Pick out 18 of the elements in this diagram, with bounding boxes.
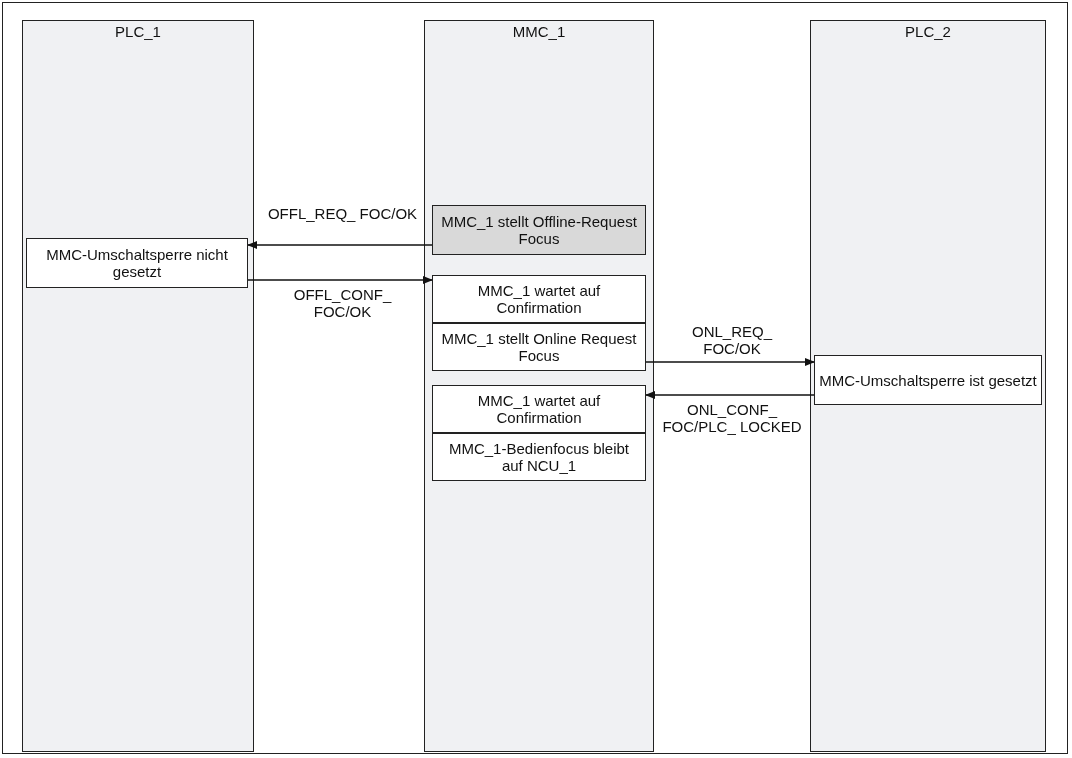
process-box: MMC_1 wartet auf Confirmation: [432, 385, 646, 433]
lane: [22, 20, 254, 752]
process-box: MMC-Umschaltsperre nicht gesetzt: [26, 238, 248, 288]
arrow: [645, 391, 815, 399]
lane: [810, 20, 1046, 752]
process-box: MMC_1-Bedienfocus bleibt auf NCU_1: [432, 433, 646, 481]
arrow: [247, 276, 433, 284]
lane-title: PLC_1: [114, 23, 162, 40]
edge-label: OFFL_REQ_ FOC/OK: [265, 205, 420, 222]
arrow: [247, 241, 433, 249]
process-box: MMC-Umschaltsperre ist gesetzt: [814, 355, 1042, 405]
process-box: MMC_1 stellt Online Request Focus: [432, 323, 646, 371]
process-box: MMC_1 wartet auf Confirmation: [432, 275, 646, 323]
lane: [424, 20, 654, 752]
arrow: [645, 358, 815, 366]
process-box: MMC_1 stellt Offline-Request Focus: [432, 205, 646, 255]
lane-title: MMC_1: [511, 23, 567, 40]
lane-title: PLC_2: [904, 23, 952, 40]
